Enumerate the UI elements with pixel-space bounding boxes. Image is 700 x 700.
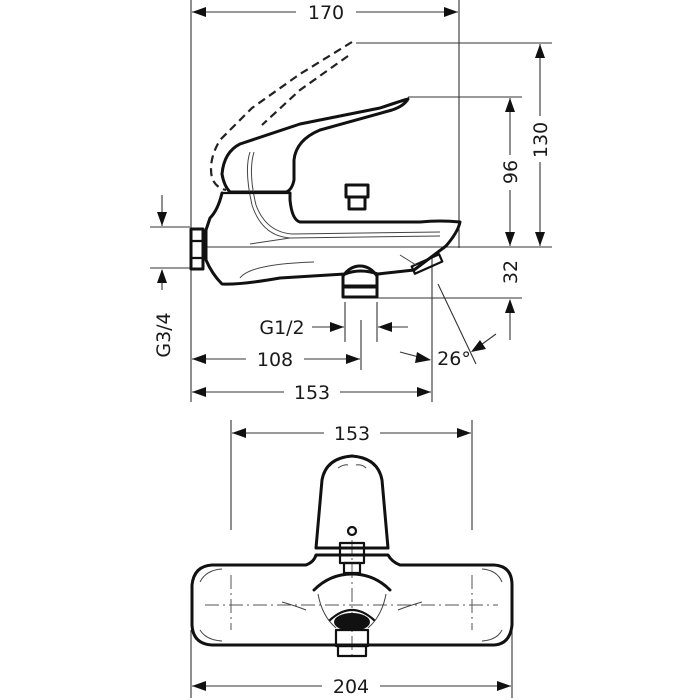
- side-view: 170 130 96 32: [150, 0, 552, 404]
- dimension-130: 130: [530, 44, 552, 246]
- outlet-opening: [334, 613, 370, 631]
- inlet-nut: [189, 227, 205, 271]
- lever-handle: [220, 97, 410, 194]
- handle-raised-position: [209, 41, 353, 192]
- dimension-32: 32: [500, 260, 522, 340]
- dimension-170: 170: [192, 2, 458, 24]
- dimension-153-top: 153: [232, 423, 471, 445]
- dim-label-108: 108: [257, 349, 293, 371]
- lever-handle-top: [314, 454, 390, 550]
- dimension-204: 204: [192, 676, 511, 698]
- dim-label-130: 130: [530, 122, 552, 158]
- dim-label-204: 204: [333, 676, 369, 698]
- dimension-153-side: 153: [192, 382, 431, 404]
- dimension-96: 96: [500, 98, 522, 246]
- dim-label-32: 32: [500, 260, 522, 284]
- dim-label-170: 170: [308, 2, 344, 24]
- dim-label-26: 26°: [437, 348, 471, 370]
- diverter-knob: [344, 183, 370, 199]
- outlet-connector: [341, 264, 379, 288]
- dimension-g3-4: G3/4: [150, 195, 190, 358]
- dimension-angle-26: 26°: [399, 283, 497, 370]
- dim-label-153-side: 153: [294, 382, 330, 404]
- dimension-g1-2: G1/2: [259, 317, 408, 339]
- top-view: 153 204: [190, 420, 514, 698]
- dim-label-153-top: 153: [334, 423, 370, 445]
- dimension-108: 108: [192, 349, 360, 371]
- dim-label-96: 96: [500, 160, 522, 184]
- spout-dome: [312, 572, 392, 592]
- dim-label-g1-2: G1/2: [259, 317, 304, 339]
- mixer-body: [204, 191, 462, 286]
- faucet-side-outline: [189, 41, 462, 299]
- mixer-body-top: [190, 553, 514, 647]
- indicator-dot: [346, 525, 358, 537]
- spout-aerator: [410, 253, 444, 275]
- dim-label-g3-4: G3/4: [153, 312, 175, 357]
